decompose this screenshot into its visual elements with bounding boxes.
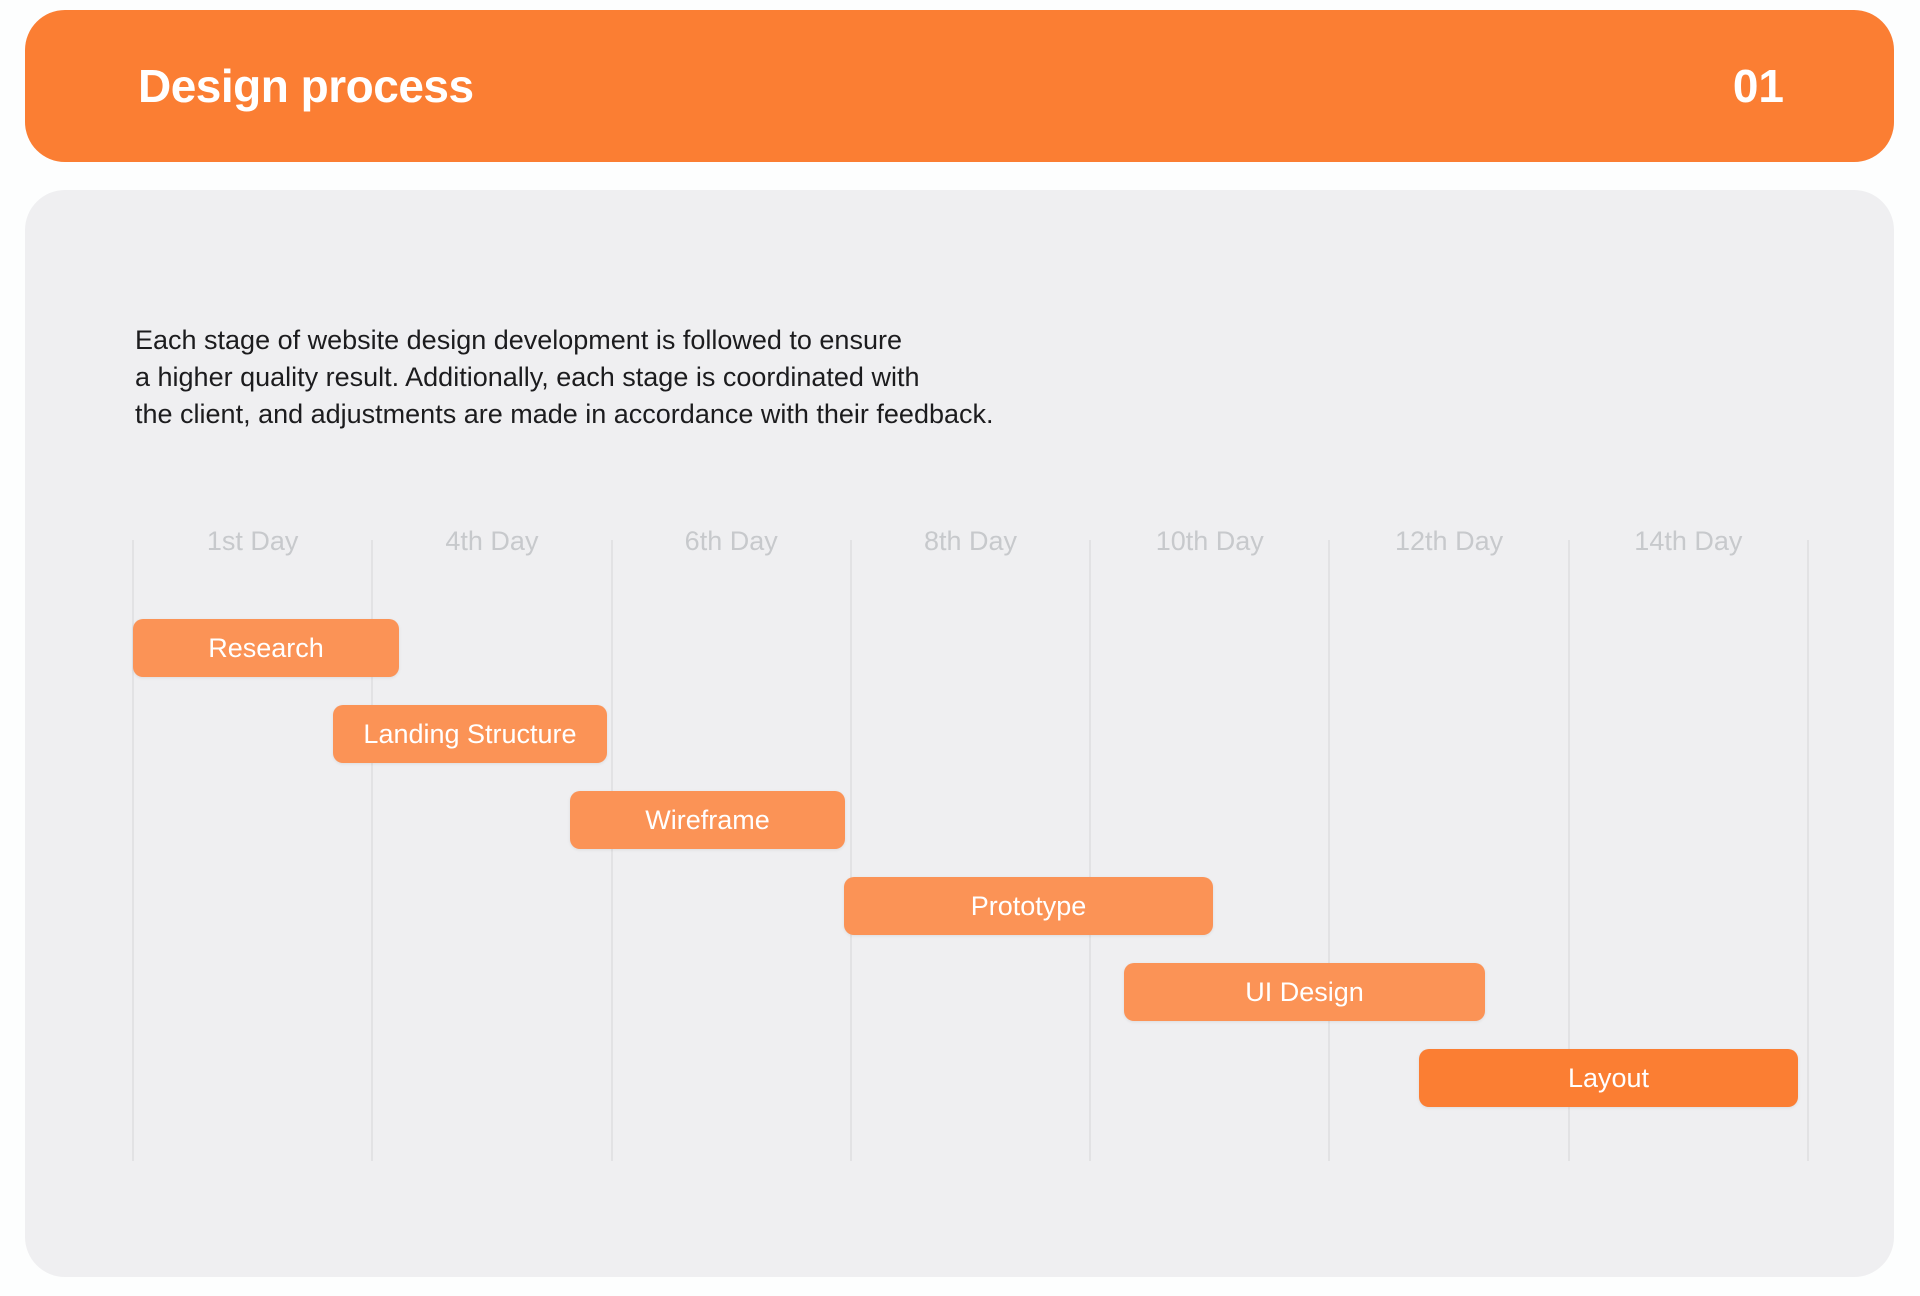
gridline <box>610 540 613 1161</box>
gantt-bar-landing-structure: Landing Structure <box>333 705 607 763</box>
description-line-3: the client, and adjustments are made in … <box>135 399 994 429</box>
gridline <box>1089 540 1092 1161</box>
gantt-bar-label: Prototype <box>970 890 1087 921</box>
description-text: Each stage of website design development… <box>135 322 994 433</box>
slide-number: 01 <box>1732 60 1784 112</box>
gantt-bar-prototype: Prototype <box>844 877 1213 935</box>
gridline <box>1328 540 1331 1161</box>
day-label: 12th Day <box>1395 526 1504 556</box>
day-label: 8th Day <box>923 526 1018 556</box>
gantt-bar-label: Layout <box>1567 1062 1650 1093</box>
header-banner: Design process 01 <box>25 10 1894 162</box>
gantt-bar-ui-design: UI Design <box>1124 963 1485 1021</box>
gantt-chart: 1st Day 4th Day 6th Day 8th Day 10th Day 12th… <box>132 526 1809 1161</box>
gantt-bar-label: Research <box>208 632 324 663</box>
day-label: 4th Day <box>445 526 539 556</box>
gantt-bar-label: UI Design <box>1245 976 1364 1007</box>
gantt-bar-layout: Layout <box>1419 1049 1798 1107</box>
page-title: Design process <box>138 60 474 112</box>
gantt-bar-label: Wireframe <box>645 804 770 835</box>
gantt-bar-wireframe: Wireframe <box>570 791 845 849</box>
day-label: 14th Day <box>1634 526 1743 556</box>
gridline <box>1807 540 1809 1161</box>
gridline <box>132 540 134 1161</box>
gridline <box>371 540 374 1161</box>
day-label: 10th Day <box>1155 526 1264 556</box>
gridline <box>1567 540 1570 1161</box>
description-line-1: Each stage of website design development… <box>135 325 902 355</box>
description-line-2: a higher quality result. Additionally, e… <box>135 362 920 392</box>
gantt-bar-research: Research <box>133 619 399 677</box>
gridline <box>849 540 852 1161</box>
day-label: 6th Day <box>684 526 778 556</box>
day-label: 1st Day <box>206 526 299 556</box>
gantt-bar-label: Landing Structure <box>363 718 577 749</box>
